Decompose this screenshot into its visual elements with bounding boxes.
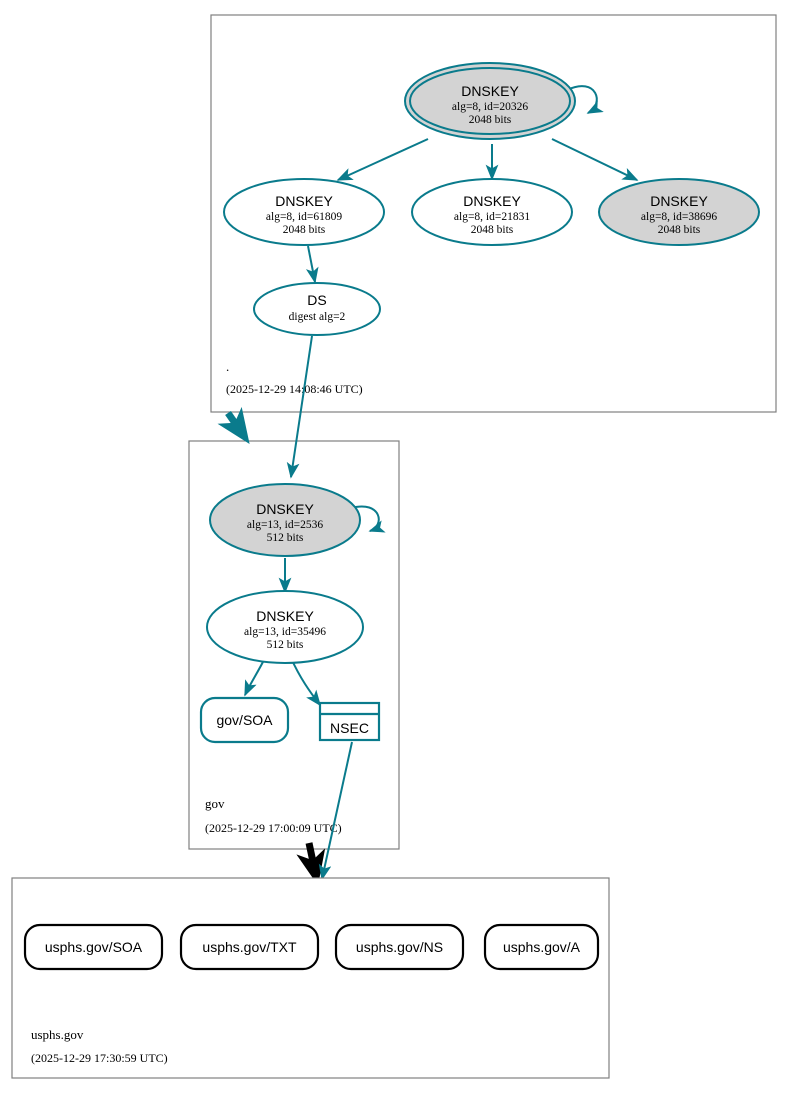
node-ds-root-title: DS <box>307 292 326 308</box>
node-dnskey-root-zsk-21831-bits: 2048 bits <box>471 224 514 236</box>
node-rrset-usphs-txt-label: usphs.gov/TXT <box>202 939 297 955</box>
edge-root-ksk-to-zsk-61809 <box>336 138 429 181</box>
node-rrset-usphs-ns[interactable]: usphs.gov/NS <box>334 923 465 971</box>
zone-usphs-gov: usphs.gov (2025-12-29 17:30:59 UTC) usph… <box>11 877 610 1079</box>
node-dnskey-gov-zsk-35496-shape <box>206 590 364 664</box>
node-nsec-gov-label: NSEC <box>330 720 369 736</box>
node-dnskey-root-ksk-20326-title: DNSKEY <box>461 83 519 99</box>
node-dnskey-root-zsk-61809-title: DNSKEY <box>275 193 333 209</box>
node-dnskey-root-ksk-20326-alg: alg=8, id=20326 <box>452 101 528 113</box>
edge-nsec-to-usphs-zone <box>318 741 353 881</box>
node-rrset-usphs-soa-shape <box>23 923 164 971</box>
node-dnskey-root-ksk-38696-bits: 2048 bits <box>658 224 701 236</box>
zone-root: . (2025-12-29 14:08:46 UTC) DNSKEY alg=8… <box>210 14 777 413</box>
node-dnskey-gov-zsk-35496-bits: 512 bits <box>267 639 304 651</box>
node-nsec-gov-shape <box>318 701 381 742</box>
node-dnskey-root-ksk-20326-inner <box>409 67 571 135</box>
node-nsec-gov[interactable]: NSEC <box>318 701 381 742</box>
node-dnskey-gov-zsk-35496-alg: alg=13, id=35496 <box>244 626 326 638</box>
edge-root-ksk-to-ksk-38696 <box>551 138 639 181</box>
node-dnskey-root-ksk-38696-title: DNSKEY <box>650 193 708 209</box>
edge-zone-delegation-gov-to-usphs <box>296 842 326 886</box>
node-dnskey-gov-ksk-2536-alg: alg=13, id=2536 <box>247 519 323 531</box>
node-rrset-usphs-a-shape <box>483 923 600 971</box>
node-rrset-usphs-soa[interactable]: usphs.gov/SOA <box>23 923 164 971</box>
node-dnskey-root-ksk-38696-shape <box>598 178 760 246</box>
node-dnskey-root-zsk-21831-alg: alg=8, id=21831 <box>454 211 530 223</box>
node-rrset-usphs-a-label: usphs.gov/A <box>503 939 581 955</box>
node-dnskey-gov-ksk-2536-bits: 512 bits <box>267 532 304 544</box>
node-dnskey-root-ksk-38696-alg: alg=8, id=38696 <box>641 211 717 223</box>
node-dnskey-root-zsk-61809-alg: alg=8, id=61809 <box>266 211 342 223</box>
edge-root-ds-to-gov-ksk-2536 <box>286 335 313 479</box>
zone-gov-timestamp: (2025-12-29 17:00:09 UTC) <box>205 821 342 835</box>
node-rrset-usphs-soa-label: usphs.gov/SOA <box>45 939 143 955</box>
node-dnskey-root-zsk-21831[interactable]: DNSKEY alg=8, id=21831 2048 bits <box>411 178 573 246</box>
zone-root-timestamp: (2025-12-29 14:08:46 UTC) <box>226 382 363 396</box>
node-dnskey-gov-ksk-2536-title: DNSKEY <box>256 501 314 517</box>
node-dnskey-gov-ksk-2536-shape <box>209 483 361 557</box>
node-rrset-usphs-a[interactable]: usphs.gov/A <box>483 923 600 971</box>
node-rrset-usphs-txt[interactable]: usphs.gov/TXT <box>179 923 320 971</box>
node-ds-root[interactable]: DS digest alg=2 <box>253 282 381 336</box>
node-ds-root-digest: digest alg=2 <box>289 311 346 323</box>
edge-self-sign-root-ksk-20326 <box>566 85 604 114</box>
edge-root-zsk-61809-to-ds <box>305 245 319 284</box>
node-dnskey-gov-ksk-2536[interactable]: DNSKEY alg=13, id=2536 512 bits <box>209 483 361 557</box>
edge-self-sign-gov-ksk-2536 <box>350 505 386 533</box>
node-rrset-gov-soa[interactable]: gov/SOA <box>199 696 290 744</box>
zone-usphs-gov-box <box>11 877 610 1079</box>
zone-gov-name: gov <box>205 796 225 811</box>
node-dnskey-root-ksk-38696[interactable]: DNSKEY alg=8, id=38696 2048 bits <box>598 178 760 246</box>
zone-gov-contents: DNSKEY alg=13, id=2536 512 bits DNSKEY a… <box>199 483 386 744</box>
node-ds-root-shape <box>253 282 381 336</box>
node-rrset-usphs-txt-shape <box>179 923 320 971</box>
zone-usphs-gov-name: usphs.gov <box>31 1027 84 1042</box>
node-rrset-usphs-ns-label: usphs.gov/NS <box>356 939 443 955</box>
edge-zone-delegation-root-to-gov <box>217 406 250 445</box>
node-dnskey-root-zsk-61809[interactable]: DNSKEY alg=8, id=61809 2048 bits <box>223 178 385 246</box>
node-dnskey-root-zsk-61809-shape <box>223 178 385 246</box>
node-dnskey-gov-zsk-35496-title: DNSKEY <box>256 608 314 624</box>
zone-root-name: . <box>226 359 229 374</box>
node-dnskey-root-ksk-20326[interactable]: DNSKEY alg=8, id=20326 2048 bits <box>404 62 576 140</box>
node-dnskey-root-zsk-21831-shape <box>411 178 573 246</box>
node-rrset-usphs-ns-shape <box>334 923 465 971</box>
zone-usphs-gov-timestamp: (2025-12-29 17:30:59 UTC) <box>31 1051 168 1065</box>
node-rrset-gov-soa-label: gov/SOA <box>216 712 273 728</box>
node-rrset-gov-soa-shape <box>199 696 290 744</box>
node-dnskey-gov-zsk-35496[interactable]: DNSKEY alg=13, id=35496 512 bits <box>206 590 364 664</box>
node-dnskey-root-ksk-20326-bits: 2048 bits <box>469 114 512 126</box>
node-dnskey-root-zsk-21831-title: DNSKEY <box>463 193 521 209</box>
node-dnskey-root-zsk-61809-bits: 2048 bits <box>283 224 326 236</box>
